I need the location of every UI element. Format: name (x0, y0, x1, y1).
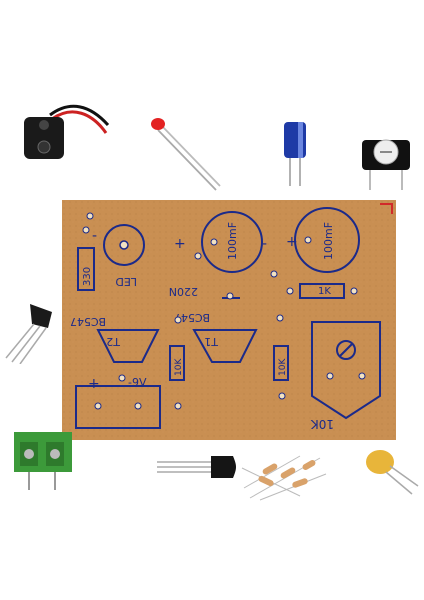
pcb-board: LED - 330 100mF + - 100mF + 220N 1K BC54… (62, 200, 396, 440)
resistor-10k-b-label: 10K (278, 358, 288, 376)
ceramic-capacitor-image (366, 450, 419, 495)
trimmer-potentiometer-image (362, 139, 410, 190)
terminal-block-image (14, 432, 72, 490)
transistor-left-image (5, 304, 52, 364)
resistor-10k-a-footprint: 10K (169, 345, 185, 381)
resistor-10k-b-footprint: 10K (273, 345, 289, 381)
battery-clip-image (24, 104, 110, 159)
led-minus: - (92, 228, 97, 244)
pot-label: 10K (310, 417, 334, 431)
led-label: LED (115, 275, 137, 288)
capacitor-2-plus: + (286, 234, 298, 250)
led-footprint: LED - (92, 224, 145, 288)
resistor-1k-label: 1K (318, 286, 331, 297)
red-led-image (151, 118, 221, 191)
t1-ref-label: T1 (204, 335, 219, 348)
resistors-image (241, 455, 327, 501)
battery-neg-label: -9V (128, 376, 147, 389)
t1-part-label: BC547 (174, 311, 210, 324)
transistor-t2-footprint: BC547 T2 (70, 315, 160, 363)
capacitor-1-minus: - (262, 236, 267, 252)
battery-plus: + (88, 376, 100, 392)
resistor-330-label: 330 (82, 267, 93, 286)
capacitor-2-footprint: 100mF + (286, 207, 360, 273)
resistor-10k-a-label: 10K (174, 358, 184, 376)
capacitor-2-label: 100mF (322, 222, 335, 260)
cap-220n-label: 220N (169, 285, 198, 298)
capacitor-1-plus: + (174, 236, 186, 252)
transistor-bottom-image (157, 456, 236, 478)
resistor-330-footprint: 330 (77, 226, 95, 291)
potentiometer-footprint: 10K (310, 321, 381, 431)
t2-ref-label: T2 (106, 335, 121, 348)
capacitor-1-label: 100mF (226, 222, 239, 260)
capacitor-1-footprint: 100mF + - (174, 211, 267, 273)
resistor-1k-footprint: 1K (286, 283, 358, 299)
electrolytic-capacitor-image (284, 122, 306, 186)
battery-terminal-footprint: + -9V (75, 376, 161, 429)
transistor-t1-footprint: BC547 T1 (174, 311, 258, 363)
t2-part-label: BC547 (70, 315, 106, 328)
